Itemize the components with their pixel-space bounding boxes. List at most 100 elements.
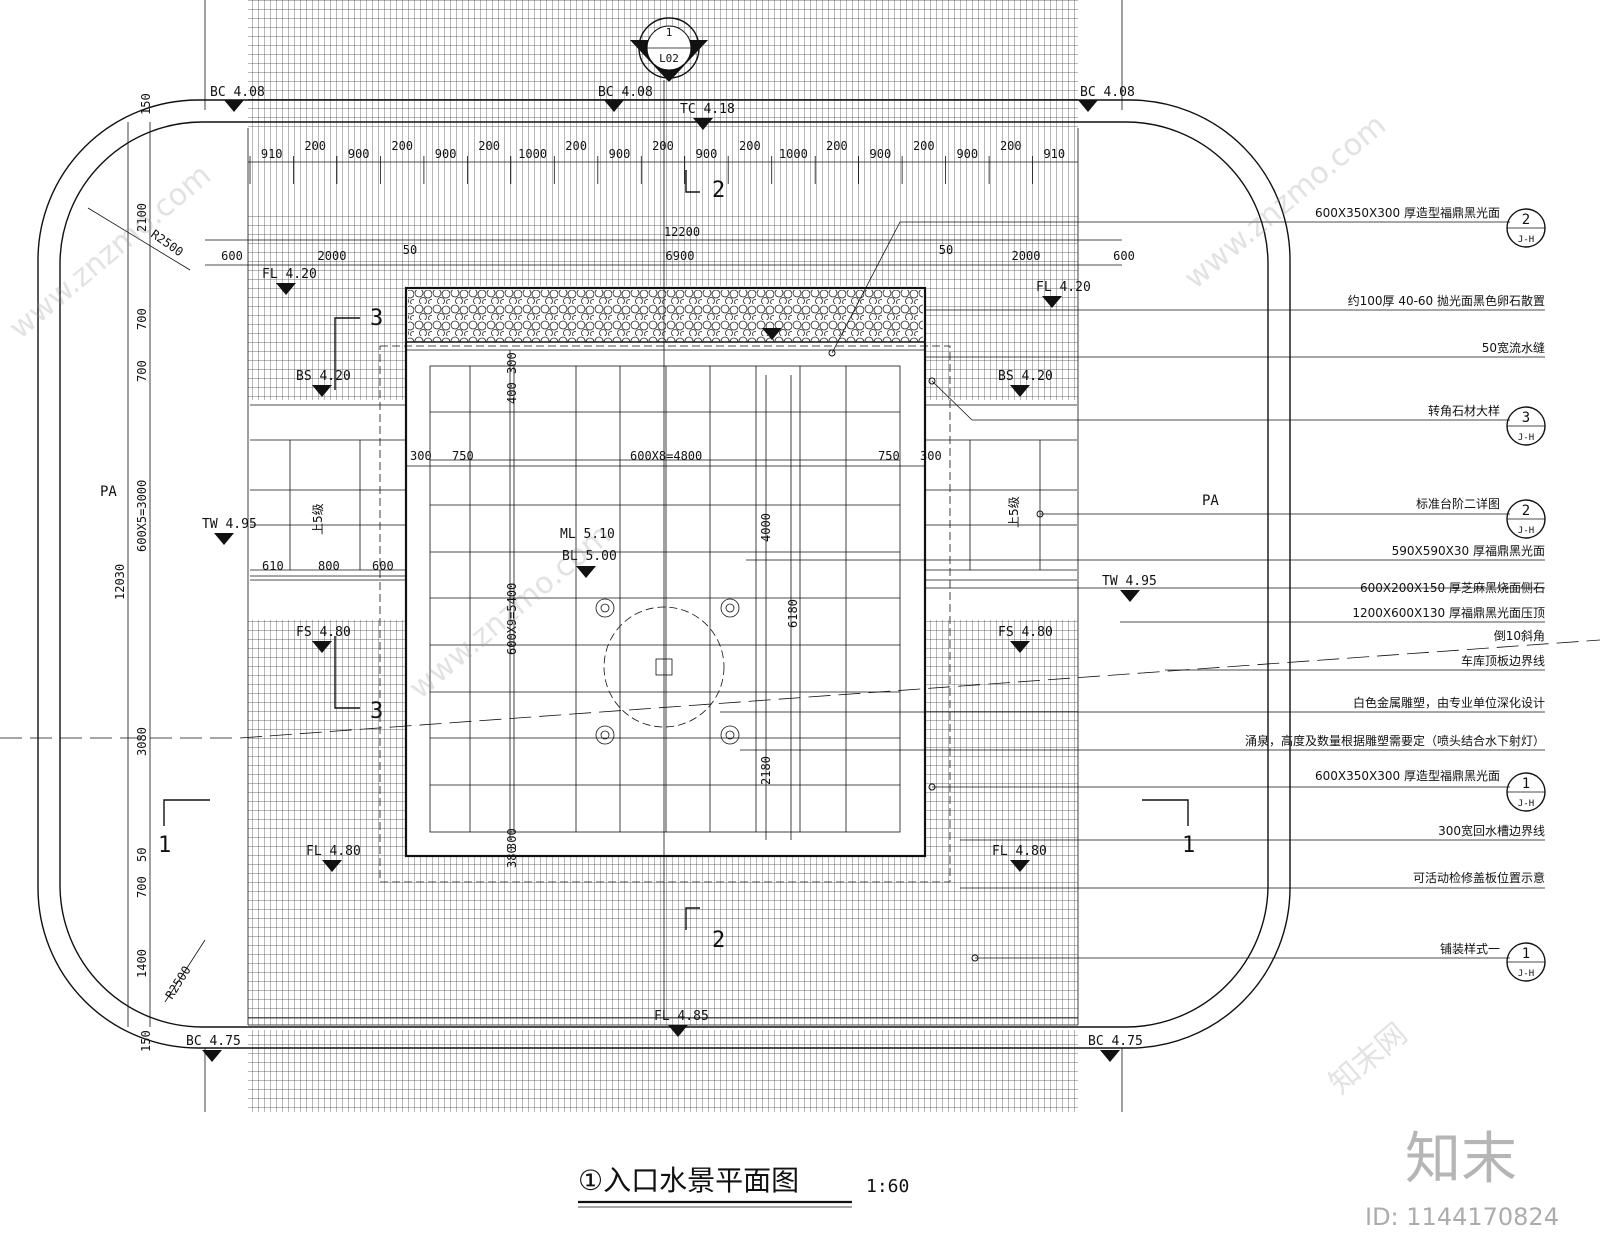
dim-v-300b: 300 [505,828,519,850]
watermark-id: ID: 1144170824 [1365,1203,1559,1231]
elev-tw-left: TW 4.95 [202,517,257,532]
dim-top-label: 200 [391,139,413,153]
elev-bc-top-right: BC 4.08 [1080,85,1135,100]
dim-50-right: 50 [939,243,953,257]
callout-text: 转角石材大样 [1428,403,1500,418]
elev-bs-left: BS 4.20 [296,369,351,384]
road-hatching [204,0,1123,1112]
callout-text: 300宽回水槽边界线 [1438,823,1545,838]
bubble-num: 1 [1522,946,1530,962]
dim-left-700b: 700 [135,360,149,382]
label-pa-left: PA [100,484,117,500]
dim-inner-300-right: 300 [920,449,942,463]
dim-left-2100: 2100 [135,203,149,232]
bubble-sheet: J-H [1518,433,1534,443]
steps [250,400,1077,620]
dim-top-label: 910 [1043,147,1065,161]
watermark-site-cn: 知末网 [1323,1016,1414,1101]
dim-left-700c: 700 [135,876,149,898]
bubble-num: 3 [1522,410,1530,426]
watermark-site: www.znzmo.com [1178,108,1393,297]
dim-top-label: 200 [1000,139,1022,153]
dim-step-600: 600 [372,559,394,573]
dim-inner-750-left: 750 [452,449,474,463]
elev-tw-right: TW 4.95 [1102,574,1157,589]
callout-text: 1200X600X130 厚福鼎黑光面压顶 [1352,605,1545,620]
dim-top-label: 200 [565,139,587,153]
watermark-brand: 知末 [1405,1127,1517,1192]
bubble-num: 2 [1522,212,1530,228]
section-1-left: 1 [158,833,171,858]
callout-text: 600X350X300 厚造型福鼎黑光面 [1315,205,1500,220]
callout-dot [828,349,836,357]
callout-text: 白色金属雕塑，由专业单位深化设计 [1353,695,1545,710]
section-3-bottom: 3 [370,699,383,724]
elev-bc-top-mid: BC 4.08 [598,85,653,100]
dim-top-label: 200 [913,139,935,153]
dim-top-label: 200 [652,139,674,153]
dim-top-label: 200 [478,139,500,153]
dim-top-label: 900 [609,147,631,161]
elev-fl-right: FL 4.20 [1036,280,1091,295]
dim-600-right: 600 [1113,249,1135,263]
bubble-sheet: J-H [1518,969,1534,979]
section-lines [0,80,1600,1020]
dim-inner-750-right: 750 [878,449,900,463]
callout-text: 590X590X30 厚福鼎黑光面 [1392,543,1545,558]
bubble-sheet: J-H [1518,799,1534,809]
dim-2000-left: 2000 [318,249,347,263]
elevation-markers [202,100,1140,1062]
dim-v-2180: 2180 [759,756,773,785]
dim-v-400: 400 [505,382,519,404]
dim-left-150-bottom: 150 [139,1030,153,1052]
dim-top-label: 910 [261,147,283,161]
dim-left-total: 12030 [113,564,127,600]
pool-grid [430,366,900,832]
dimension-lines [87,122,1122,1027]
detail-bubbles [1506,208,1546,982]
drawing-title: ①入口水景平面图 1:60 [578,1164,909,1208]
dim-left-150-top: 150 [139,93,153,115]
callout-text: 涌泉，高度及数量根据雕塑需要定（喷头结合水下射灯） [1245,733,1545,748]
section-2-top: 2 [712,178,725,203]
section-1-right: 1 [1182,833,1195,858]
callout-text: 可活动检修盖板位置示意 [1413,870,1545,885]
dim-v-300: 300 [505,352,519,374]
dim-top-label: 1000 [779,147,808,161]
pool [379,286,951,883]
elev-bc-bottom-right: BC 4.75 [1088,1034,1143,1049]
callout-text: 倒10斜角 [1494,629,1545,643]
elev-tc-top: TC 4.18 [680,102,735,117]
dim-50-left: 50 [403,243,417,257]
dim-top-label: 900 [348,147,370,161]
elev-ml: ML 5.10 [560,527,615,542]
elev-bc-bottom-left: BC 4.75 [186,1034,241,1049]
watermark-site: www.znzmo.com [3,158,218,347]
label-pa-right: PA [1202,493,1219,509]
elev-fl-lower-left: FL 4.80 [306,844,361,859]
dim-left-grid: 600X5=3000 [135,480,149,552]
dim-left-50: 50 [135,848,149,862]
dim-top-label: 200 [304,139,326,153]
elev-fl-left: FL 4.20 [262,267,317,282]
dim-step-610: 610 [262,559,284,573]
label-up-left: 上5级 [311,503,325,535]
title-main: ①入口水景平面图 [578,1164,799,1197]
dim-inner-300-left: 300 [410,449,432,463]
section-2-bottom: 2 [712,928,725,953]
top-section-callout [630,17,708,82]
dim-top-label: 200 [826,139,848,153]
elev-bc-top-left: BC 4.08 [210,85,265,100]
dim-left-700a: 700 [135,308,149,330]
dim-top-label: 900 [696,147,718,161]
elev-fs-right: FS 4.80 [998,625,1053,640]
dim-600-left: 600 [221,249,243,263]
callout-text: 600X350X300 厚造型福鼎黑光面 [1315,768,1500,783]
dim-step-800: 800 [318,559,340,573]
callout-text: 铺装样式一 [1440,941,1500,956]
dim-6900: 6900 [666,249,695,263]
dim-top-label: 200 [739,139,761,153]
bubble-num: 1 [1522,776,1530,792]
elev-bl: BL 5.00 [562,549,617,564]
